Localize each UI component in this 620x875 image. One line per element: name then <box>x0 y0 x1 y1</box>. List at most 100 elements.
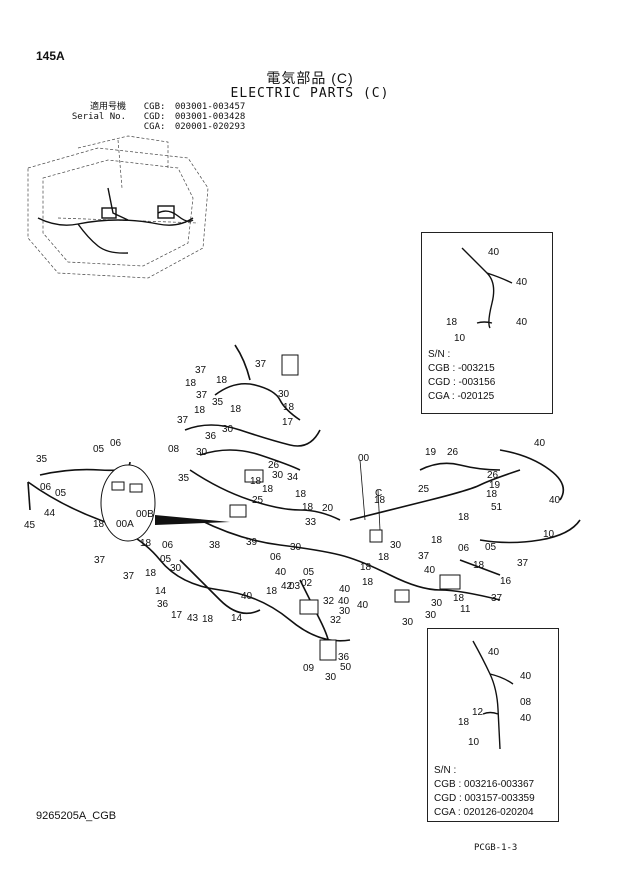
leader-lines <box>359 459 381 531</box>
callout-17: 17 <box>171 610 183 621</box>
callout-18: 18 <box>431 535 443 546</box>
callout-labels: 3718373518183718373018173630353008263018… <box>24 359 561 683</box>
callout-18: 18 <box>360 562 372 573</box>
callout-05: 05 <box>303 567 315 578</box>
callout-37: 37 <box>94 555 106 566</box>
callout-18: 18 <box>230 404 242 415</box>
machine-overview-sketch <box>27 135 209 279</box>
callout-18: 18 <box>250 476 262 487</box>
callout-44: 44 <box>44 508 56 519</box>
callout-26: 26 <box>268 460 280 471</box>
callout-14: 14 <box>155 586 167 597</box>
detail-label-00b: 00B <box>136 509 154 520</box>
callout-40: 40 <box>488 247 500 258</box>
serial-row: CGA: 020001-020293 <box>64 122 246 132</box>
page-number: 145A <box>36 49 65 63</box>
callout-19: 19 <box>489 480 501 491</box>
callout-40: 40 <box>339 584 351 595</box>
callout-18: 18 <box>458 512 470 523</box>
callout-37: 37 <box>123 571 135 582</box>
callout-35: 35 <box>212 397 224 408</box>
callout-37: 37 <box>517 558 529 569</box>
callout-40: 40 <box>520 713 532 724</box>
callout-33: 33 <box>305 517 317 528</box>
callout-30: 30 <box>278 389 290 400</box>
detail-labels: 00A 00B <box>116 509 154 530</box>
callout-34: 34 <box>287 472 299 483</box>
callout-18: 18 <box>446 317 458 328</box>
callout-18: 18 <box>378 552 390 563</box>
serial-row: 適用号機 CGB: 003001-003457 <box>64 102 245 112</box>
title-english: ELECTRIC PARTS (C) <box>230 86 390 101</box>
callout-08: 08 <box>520 697 532 708</box>
page-reference: PCGB-1-3 <box>474 843 518 853</box>
callout-06: 06 <box>162 540 174 551</box>
callout-25: 25 <box>418 484 430 495</box>
callout-05: 05 <box>93 444 105 455</box>
callout-06: 06 <box>40 482 52 493</box>
callout-14: 14 <box>231 613 243 624</box>
callout-06: 06 <box>110 438 122 449</box>
serial-range: 020001-020293 <box>174 122 246 132</box>
callout-40: 40 <box>275 567 287 578</box>
callout-06: 06 <box>458 543 470 554</box>
sn-label: S/N : <box>428 349 451 360</box>
callout-50: 50 <box>340 662 352 673</box>
callout-05: 05 <box>485 542 497 553</box>
callout-40: 40 <box>488 647 500 658</box>
callout-37: 37 <box>418 551 430 562</box>
callout-18: 18 <box>216 375 228 386</box>
connectors <box>229 354 461 661</box>
callout-05: 05 <box>160 554 172 565</box>
callout-30: 30 <box>425 610 437 621</box>
callout-18: 18 <box>145 568 157 579</box>
callout-05: 05 <box>55 488 67 499</box>
callout-30: 30 <box>325 672 337 683</box>
sn-row: CGD : 003157-003359 <box>434 793 535 804</box>
callout-36: 36 <box>205 431 217 442</box>
callout-18: 18 <box>374 495 386 506</box>
callout-39: 39 <box>246 537 258 548</box>
callout-30: 30 <box>402 617 414 628</box>
callout-40: 40 <box>549 495 561 506</box>
serial-info: 適用号機 CGB: 003001-003457 Serial No. CGD: … <box>64 102 245 132</box>
callout-37: 37 <box>196 390 208 401</box>
callout-18: 18 <box>262 484 274 495</box>
callout-26: 26 <box>487 470 499 481</box>
serial-range: 003001-003428 <box>174 112 246 122</box>
callout-30: 30 <box>272 470 284 481</box>
callout-03: 03 <box>289 581 301 592</box>
callout-40: 40 <box>516 317 528 328</box>
serial-label-en: Serial No. <box>71 112 126 122</box>
callout-30: 30 <box>196 447 208 458</box>
callout-40: 40 <box>338 596 350 607</box>
callout-32: 32 <box>323 596 335 607</box>
callout-18: 18 <box>486 489 498 500</box>
detail-circle <box>100 464 230 542</box>
callout-30: 30 <box>170 563 182 574</box>
serial-row: Serial No. CGD: 003001-003428 <box>64 112 245 122</box>
callout-42: 42 <box>281 581 293 592</box>
callout-18: 18 <box>185 378 197 389</box>
callout-08: 08 <box>168 444 180 455</box>
callout-26: 26 <box>447 447 459 458</box>
callout-18: 18 <box>453 593 465 604</box>
callout-51: 51 <box>491 502 503 513</box>
callout-40: 40 <box>534 438 546 449</box>
callout-16: 16 <box>500 576 512 587</box>
callout-37: 37 <box>177 415 189 426</box>
document-code: 9265205A_CGB <box>36 810 117 822</box>
callout-36: 36 <box>338 652 350 663</box>
callout-32: 32 <box>330 615 342 626</box>
callout-00: 00 <box>358 453 370 464</box>
harness-wires <box>27 344 581 651</box>
callout-35: 35 <box>36 454 48 465</box>
callout-09: 09 <box>303 663 315 674</box>
callout-36: 36 <box>157 599 169 610</box>
callout-18: 18 <box>295 489 307 500</box>
